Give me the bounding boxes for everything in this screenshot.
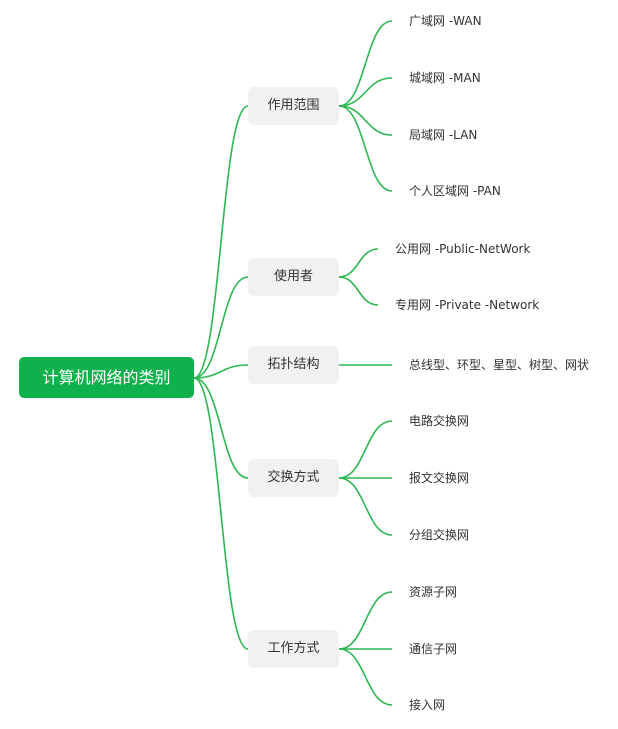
link-switching-leaf-0 [338,420,393,479]
leaf-resource-subnet[interactable]: 资源子网 [409,585,458,599]
branch-node-switching[interactable]: 交换方式 [248,459,339,497]
branch-node-users[interactable]: 使用者 [248,258,339,296]
leaf-circuit-switching[interactable]: 电路交换网 [409,414,470,428]
leaf-man[interactable]: 城域网 -MAN [409,71,481,85]
link-root-to-switching [193,377,249,479]
leaf-message-switching[interactable]: 报文交换网 [409,471,470,485]
link-scope-leaf-1 [338,77,393,107]
leaf-private-network[interactable]: 专用网 -Private -Network [395,298,540,312]
link-users-leaf-0 [338,248,379,278]
branch-node-working[interactable]: 工作方式 [248,630,339,668]
leaf-packet-switching[interactable]: 分组交换网 [409,528,470,542]
link-users-leaf-1 [338,276,379,306]
link-switching-leaf-2 [338,477,393,536]
link-working-leaf-0 [338,591,393,650]
leaf-access-network[interactable]: 接入网 [409,698,446,712]
link-root-to-working [193,377,249,650]
link-scope-leaf-2 [338,105,393,136]
link-scope-leaf-0 [338,20,393,107]
link-working-leaf-2 [338,648,393,706]
leaf-communication-subnet[interactable]: 通信子网 [409,642,458,656]
leaf-public-network[interactable]: 公用网 -Public-NetWork [395,242,531,256]
leaf-pan[interactable]: 个人区域网 -PAN [409,184,501,198]
leaf-topology-types[interactable]: 总线型、环型、星型、树型、网状 [409,358,590,372]
branch-node-topology[interactable]: 拓扑结构 [248,346,339,384]
leaf-lan[interactable]: 局域网 -LAN [409,128,478,142]
link-scope-leaf-3 [338,105,393,192]
link-root-to-scope [193,105,249,379]
branch-node-scope[interactable]: 作用范围 [248,87,339,125]
link-root-to-topology [193,364,249,379]
leaf-wan[interactable]: 广域网 -WAN [409,14,482,28]
link-root-to-users [193,276,249,379]
root-node[interactable]: 计算机网络的类别 [19,357,194,398]
